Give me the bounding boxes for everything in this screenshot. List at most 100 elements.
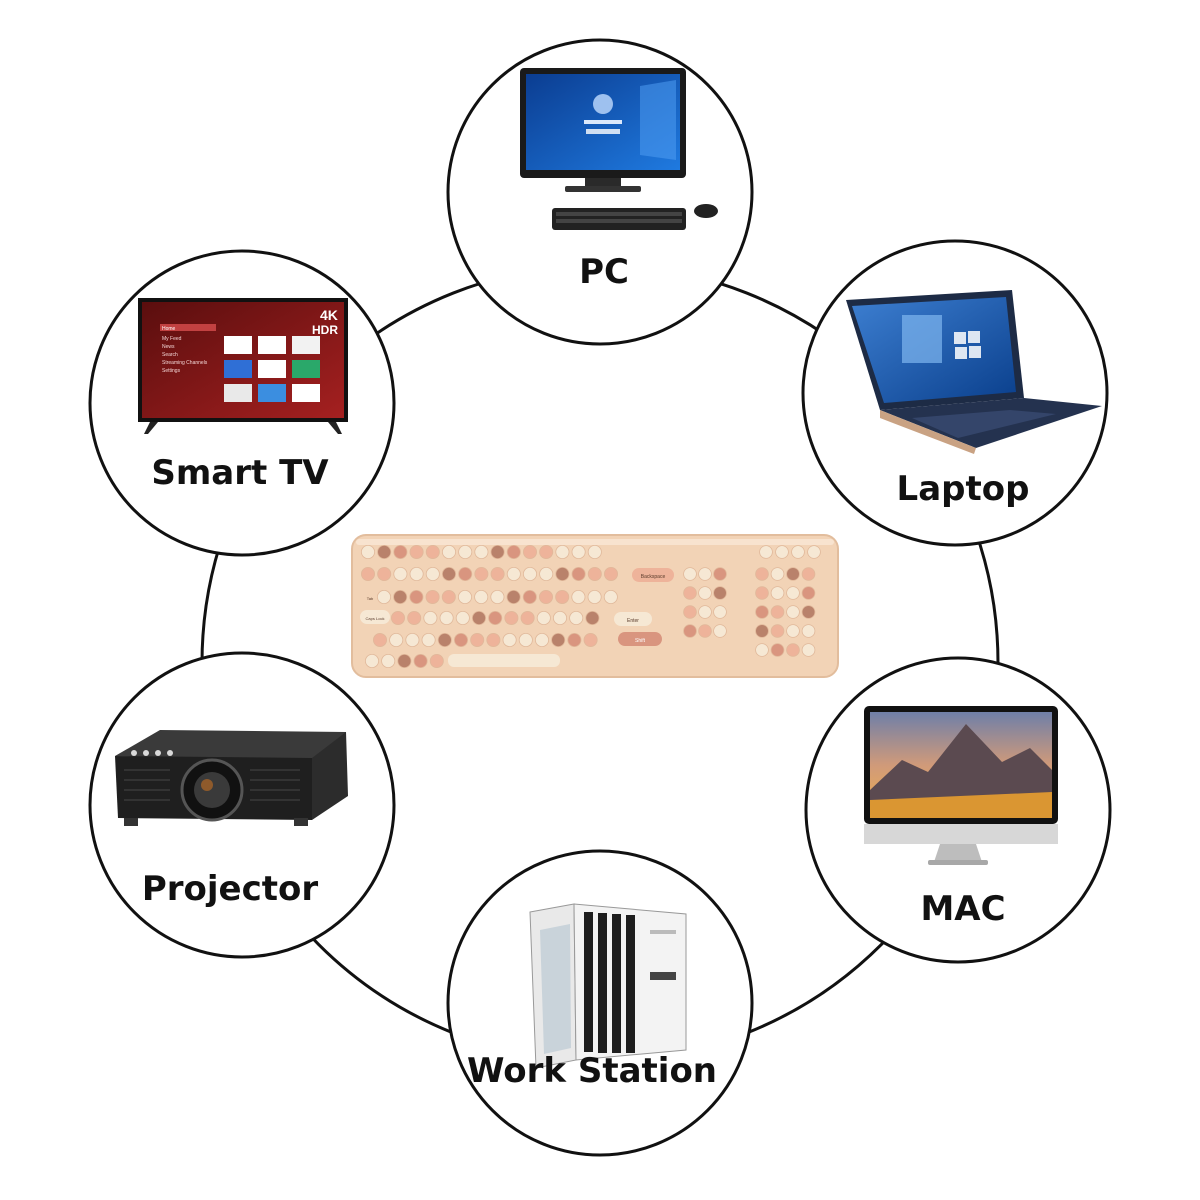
device-label-laptop: Laptop	[897, 469, 1030, 509]
desktop-pc-icon	[520, 68, 718, 230]
keyboard-key	[471, 611, 486, 626]
keyboard-key	[698, 567, 712, 581]
keyboard-icon: Backspace Enter Shift Caps Lock Tab	[351, 534, 839, 678]
keyboard-key	[713, 624, 727, 638]
keyboard-key	[441, 590, 456, 605]
keyboard-enter-key	[614, 612, 652, 626]
keyboard-key	[770, 624, 785, 638]
device-node-smart-tv: 4K HDR Home My Feed News Search Streamin…	[88, 249, 396, 557]
keyboard-key	[523, 545, 538, 560]
keyboard-key	[553, 611, 568, 626]
keyboard-key	[755, 624, 769, 638]
keyboard-key	[755, 605, 769, 619]
keyboard-key	[571, 545, 586, 560]
keyboard-key	[455, 611, 470, 626]
device-label-projector: Projector	[142, 869, 319, 909]
keyboard-key	[603, 590, 618, 605]
keyboard-key	[786, 567, 800, 581]
device-node-projector: Projector	[88, 651, 396, 959]
keyboard-key	[555, 545, 570, 560]
keyboard-key	[474, 545, 489, 560]
keyboard-key	[409, 590, 424, 605]
keyboard-key	[425, 545, 440, 560]
keyboard-key	[536, 611, 551, 626]
keyboard-key	[504, 611, 519, 626]
keyboard-key	[413, 654, 428, 669]
keyboard-key	[539, 567, 554, 582]
keyboard-key	[587, 567, 602, 582]
keyboard-key	[458, 567, 473, 582]
keyboard-key	[397, 654, 412, 669]
device-node-pc: PC	[446, 38, 754, 346]
keyboard-key	[421, 633, 436, 648]
key-label-backspace: Backspace	[641, 574, 666, 580]
keyboard-key	[425, 590, 440, 605]
keyboard-key	[405, 633, 420, 648]
keyboard-key	[393, 567, 408, 582]
keyboard-key	[713, 567, 727, 581]
keyboard-key	[571, 567, 586, 582]
keyboard-key	[801, 643, 816, 657]
keyboard-key	[441, 545, 456, 560]
keyboard-key	[770, 586, 785, 600]
keyboard-key	[372, 633, 387, 648]
keyboard-key	[490, 590, 505, 605]
keyboard-key	[377, 567, 392, 582]
keyboard-key	[535, 633, 550, 648]
keyboard-key	[457, 590, 472, 605]
keyboard-key	[698, 624, 712, 638]
keyboard-key	[587, 545, 602, 560]
keyboard-backspace-key	[632, 568, 674, 582]
keyboard-key	[470, 633, 485, 648]
keyboard-key	[585, 611, 600, 626]
keyboard-key	[458, 545, 473, 560]
keyboard-key	[583, 633, 598, 648]
keyboard-key	[755, 643, 769, 657]
keyboard-key	[698, 586, 712, 600]
keyboard-key	[441, 567, 456, 582]
device-node-laptop: Laptop	[801, 239, 1109, 547]
keyboard-key	[407, 611, 422, 626]
tv-menu-item: Streaming Channels	[162, 360, 208, 366]
keyboard-key	[801, 605, 816, 619]
projector-icon	[115, 730, 348, 826]
keyboard-key	[437, 633, 452, 648]
keyboard-key	[377, 545, 392, 560]
keyboard-key	[604, 567, 619, 582]
key-label-tab: Tab	[367, 596, 374, 601]
keyboard-key	[506, 590, 521, 605]
device-label-smart-tv: Smart TV	[151, 453, 329, 493]
device-label-mac: MAC	[920, 889, 1005, 929]
tv-menu-item: News	[162, 344, 175, 350]
keyboard-key	[759, 545, 773, 559]
keyboard-key	[429, 654, 444, 669]
keyboard-key	[393, 590, 408, 605]
keyboard-key	[755, 567, 769, 581]
keyboard-key	[791, 545, 805, 559]
key-label-caps: Caps Lock	[366, 616, 385, 621]
device-node-mac: MAC	[804, 656, 1112, 964]
keyboard-key	[587, 590, 602, 605]
tv-hdr-badge: HDR	[312, 323, 338, 337]
keyboard-key	[409, 545, 424, 560]
keyboard-key	[486, 633, 501, 648]
keyboard-key	[523, 567, 538, 582]
keyboard-key	[539, 545, 554, 560]
device-node-workstation: Work Station	[446, 849, 754, 1157]
keyboard-key	[474, 567, 489, 582]
keyboard-key	[364, 654, 379, 669]
keyboard-key	[409, 567, 424, 582]
keyboard-key	[488, 611, 503, 626]
keyboard-key	[786, 605, 800, 619]
keyboard-key	[555, 567, 570, 582]
keyboard-key	[770, 605, 785, 619]
keyboard-key	[506, 545, 521, 560]
keyboard-key	[522, 590, 537, 605]
keyboard-key	[490, 545, 505, 560]
keyboard-key	[683, 624, 697, 638]
keyboard-key	[439, 611, 454, 626]
keyboard-key	[381, 654, 396, 669]
keyboard-key	[801, 624, 816, 638]
keyboard-key	[360, 567, 375, 582]
keyboard-key	[539, 590, 554, 605]
